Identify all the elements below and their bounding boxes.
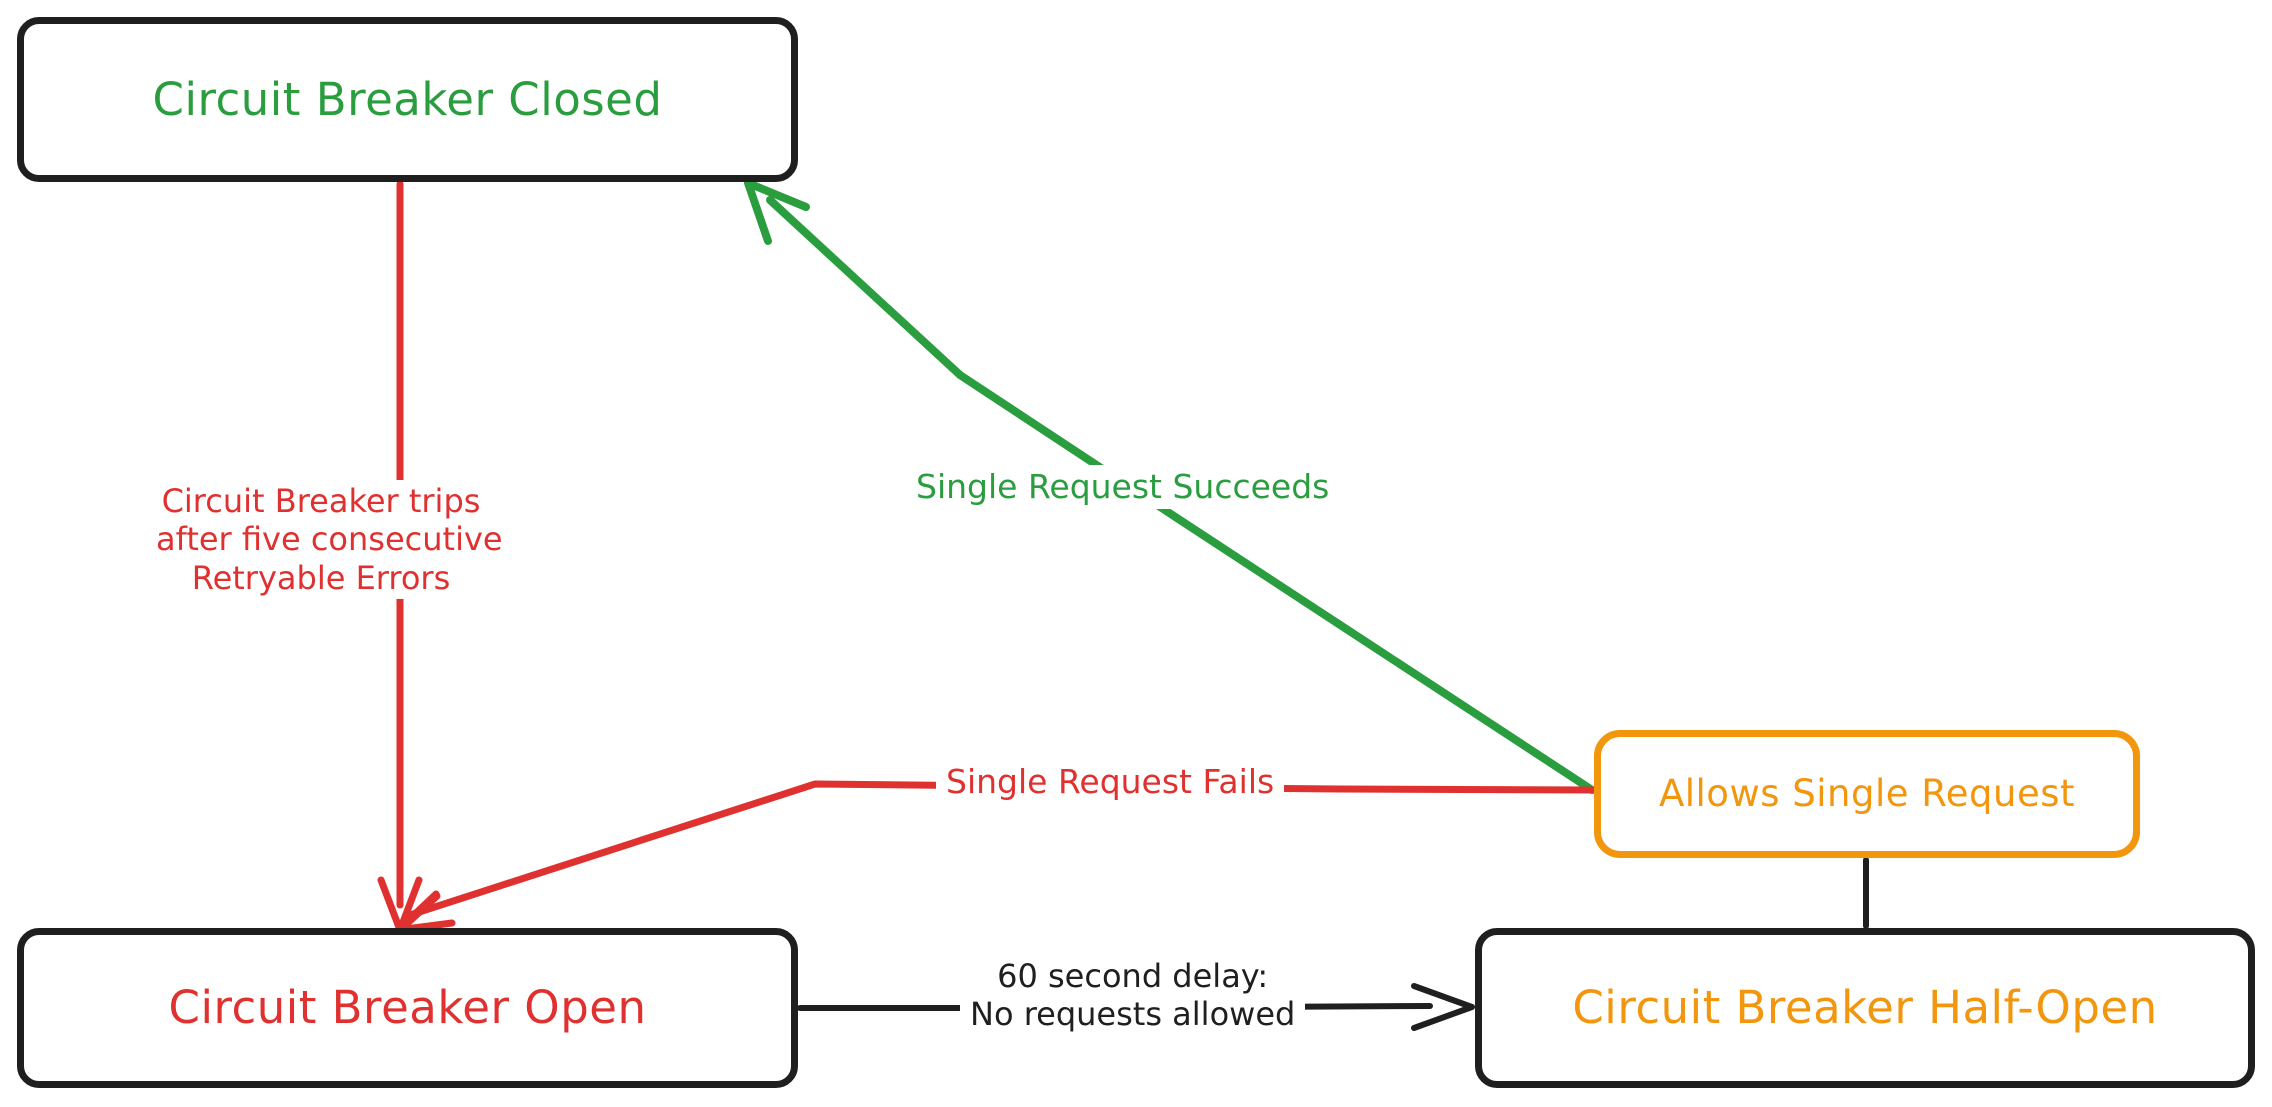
node-allows-single-request-label: Allows Single Request <box>1658 771 2076 815</box>
node-circuit-breaker-half-open[interactable]: Circuit Breaker Half-Open <box>1475 928 2255 1088</box>
node-circuit-breaker-closed[interactable]: Circuit Breaker Closed <box>17 17 798 182</box>
node-circuit-breaker-half-open-label: Circuit Breaker Half-Open <box>1572 981 2158 1035</box>
edge-allows-to-open <box>394 780 1596 934</box>
edge-label-open-to-half-open: 60 second delay: No requests allowed <box>960 955 1306 1036</box>
node-allows-single-request[interactable]: Allows Single Request <box>1594 730 2140 858</box>
edge-allows-to-closed <box>744 179 1596 794</box>
edge-label-allows-to-closed: Single Request Succeeds <box>906 465 1340 509</box>
node-circuit-breaker-open[interactable]: Circuit Breaker Open <box>17 928 798 1088</box>
node-circuit-breaker-closed-label: Circuit Breaker Closed <box>152 72 663 126</box>
edge-label-allows-to-open: Single Request Fails <box>936 760 1285 804</box>
edge-label-closed-to-open: Circuit Breaker trips after five consecu… <box>150 480 503 600</box>
node-circuit-breaker-open-label: Circuit Breaker Open <box>168 981 647 1035</box>
